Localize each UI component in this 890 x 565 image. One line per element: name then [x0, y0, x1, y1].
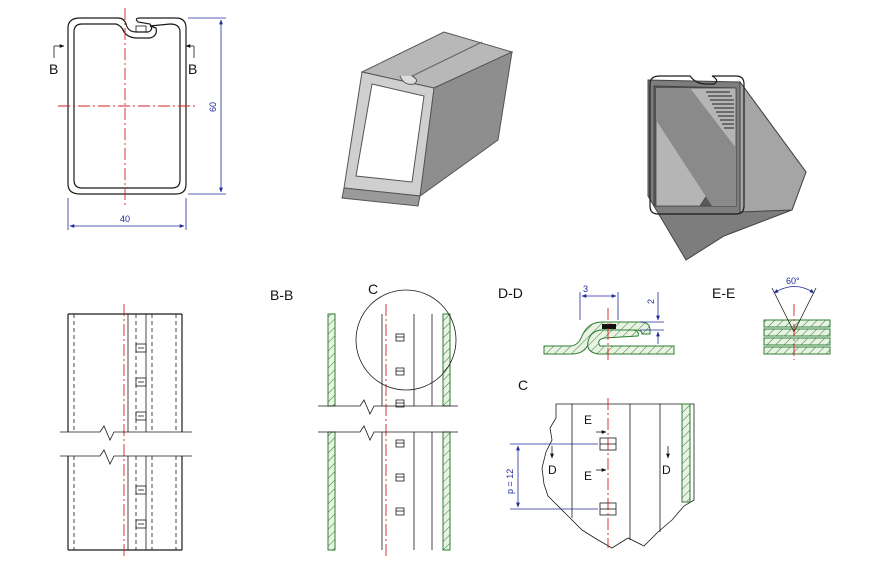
iso-tube-view	[341, 31, 514, 207]
mark-d-left: D	[548, 463, 557, 477]
mark-d-right: D	[662, 463, 671, 477]
pitch-dim: p = 12	[505, 469, 515, 494]
mark-e-bottom: E	[584, 469, 592, 483]
detail-c-circle-label: C	[368, 281, 378, 297]
detail-c-view: C p = 12 E E D D	[505, 377, 695, 549]
dd-dim-height: 2	[646, 299, 656, 304]
dd-dim-width: 3	[583, 284, 588, 294]
section-dd-view: D-D 3 2	[498, 284, 675, 362]
section-mark-b-left: B	[49, 61, 58, 77]
section-bb-view: B-B C	[270, 281, 458, 558]
section-bb-label: B-B	[270, 287, 293, 303]
mark-e-top: E	[584, 413, 592, 427]
dim-height-60: 60	[208, 102, 218, 112]
top-view: B B 40 60	[49, 8, 226, 230]
side-view-left	[60, 304, 192, 558]
ee-angle: 60°	[786, 276, 800, 286]
section-ee-label: E-E	[712, 285, 735, 301]
section-mark-b-right: B	[188, 61, 197, 77]
iso-cut-view	[647, 75, 807, 261]
dim-width-40: 40	[120, 214, 130, 224]
section-dd-label: D-D	[498, 285, 523, 301]
detail-c-label: C	[518, 377, 528, 393]
section-ee-view: E-E 60°	[712, 276, 831, 360]
